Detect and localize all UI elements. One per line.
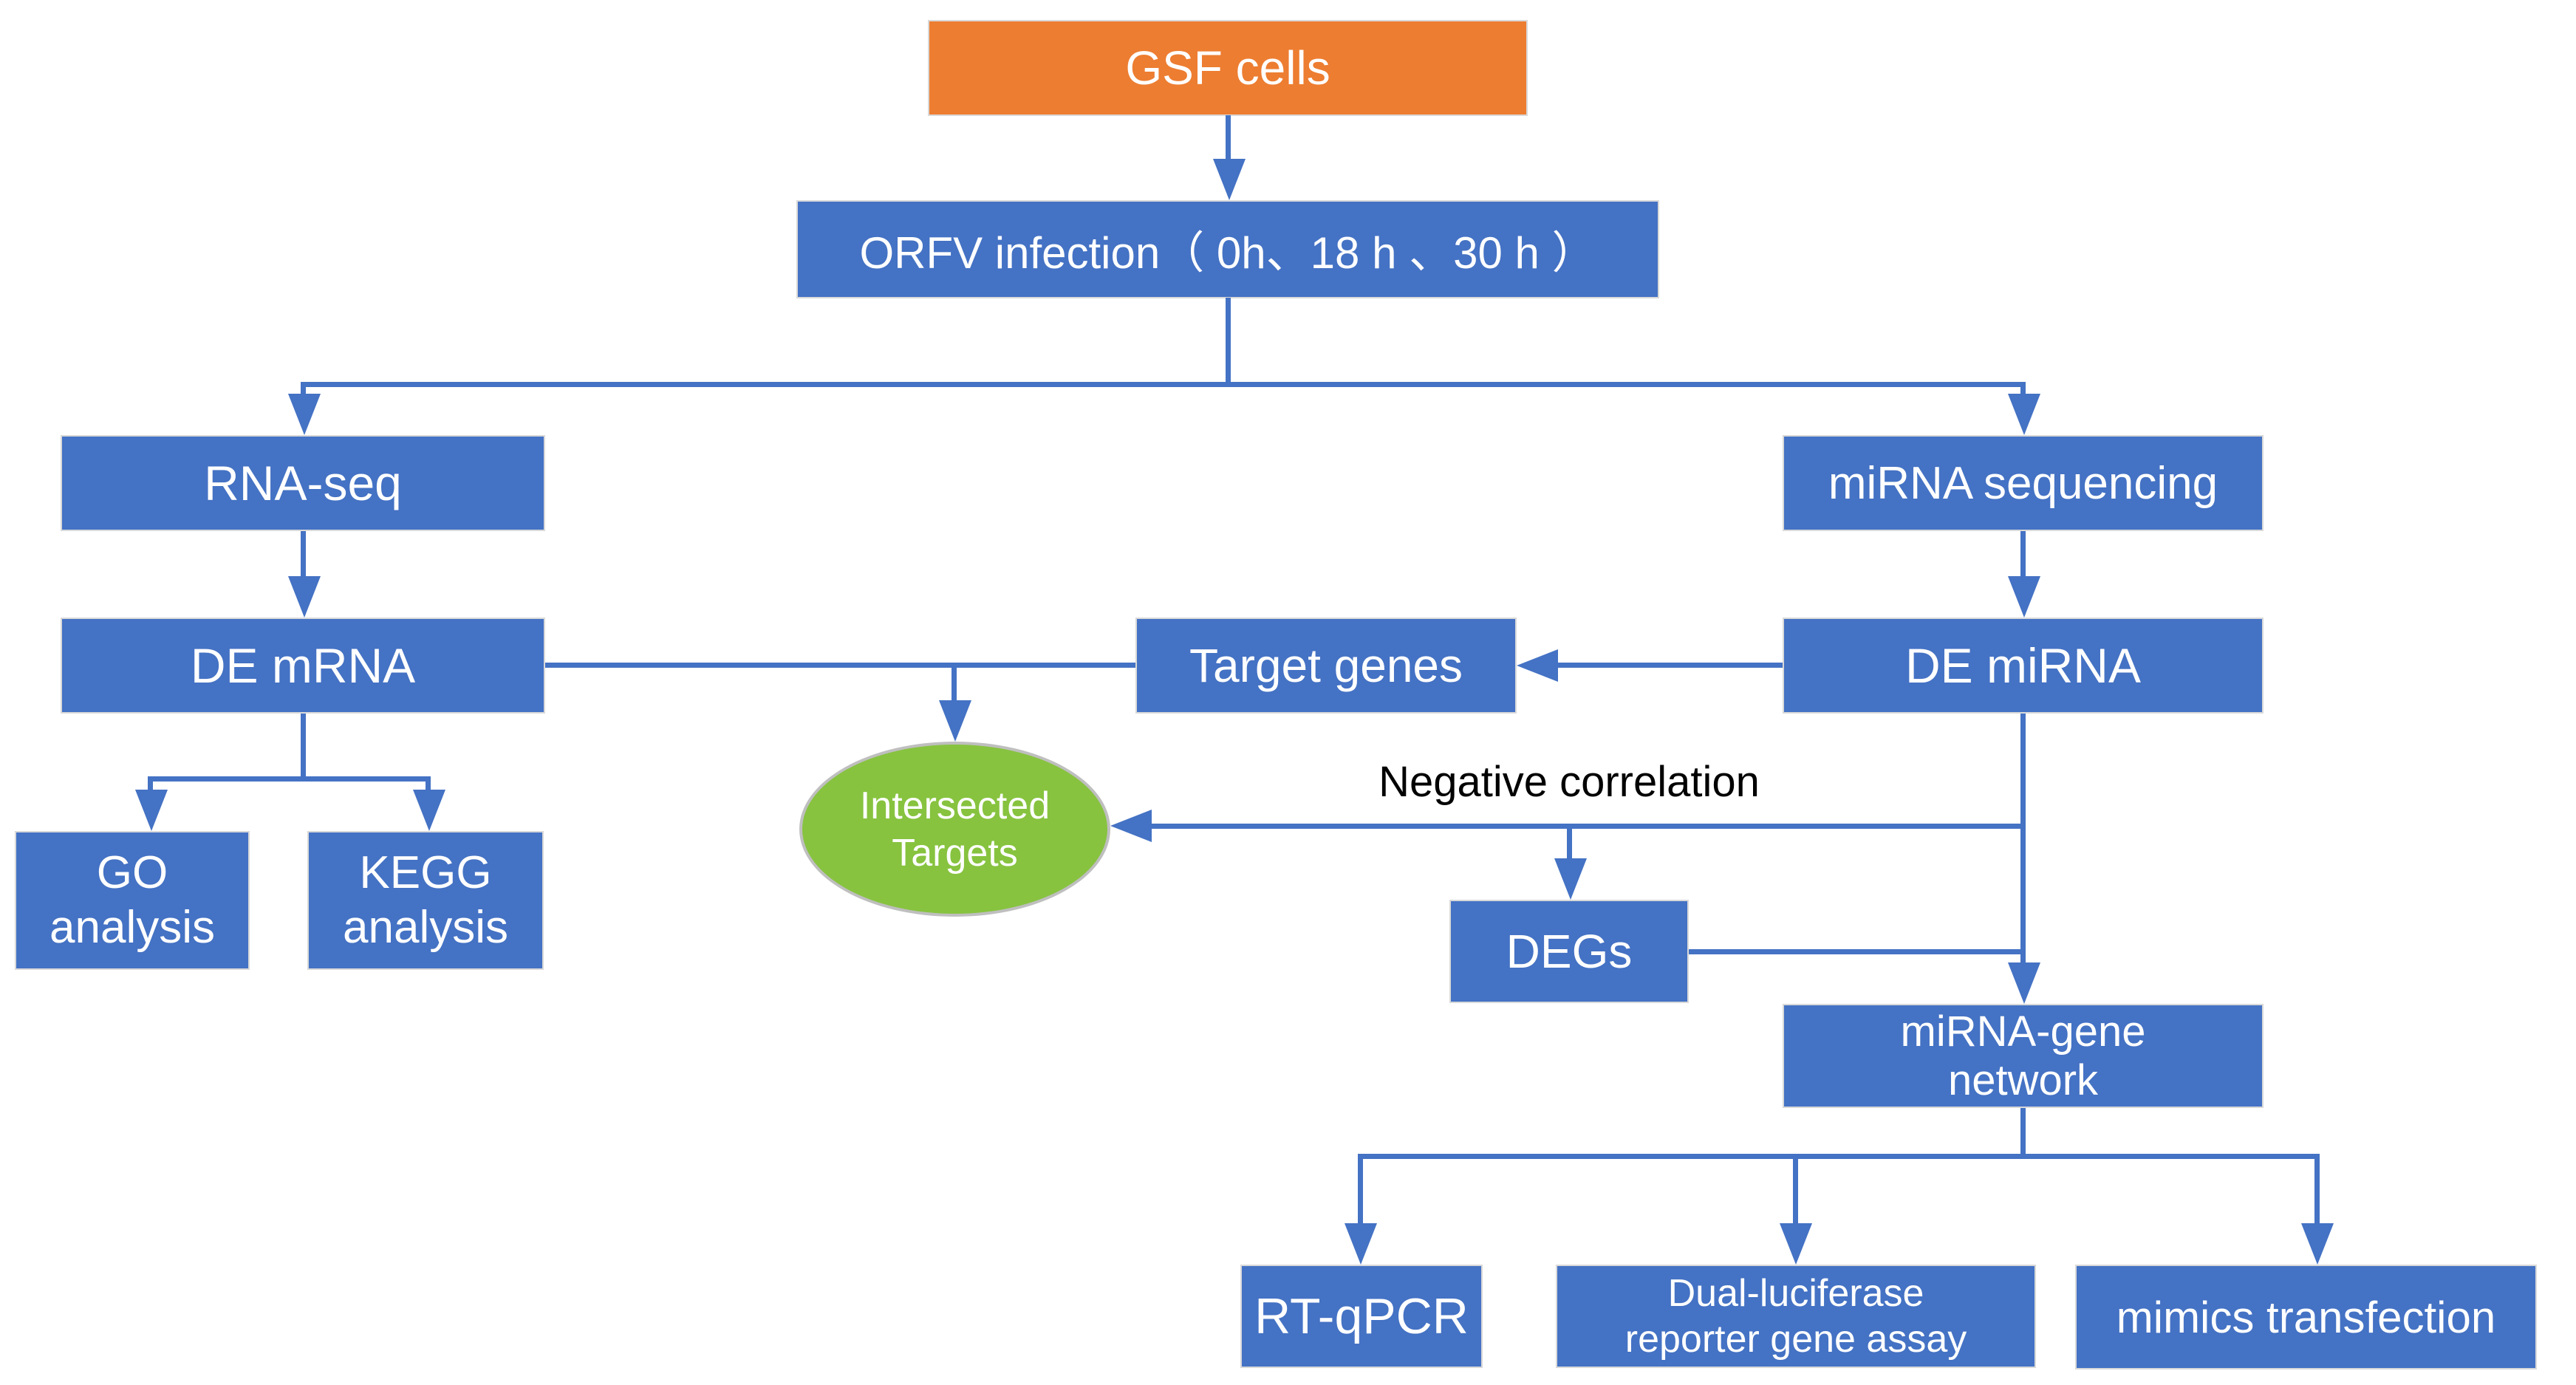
node-label: miRNA-gene bbox=[1900, 1007, 2146, 1056]
arrowhead-down-mimics bbox=[2301, 1223, 2334, 1265]
node-label: Intersected bbox=[859, 784, 1050, 827]
arrowhead-down-dualluciferase bbox=[1780, 1223, 1812, 1265]
node-label: DE mRNA bbox=[190, 638, 416, 693]
connector-demrna-to-targetgenes bbox=[545, 663, 1135, 668]
node-label: RT-qPCR bbox=[1254, 1288, 1469, 1344]
node-label: GSF cells bbox=[1125, 41, 1330, 95]
arrowhead-down-orfv bbox=[1213, 159, 1246, 200]
connector-split-to-mirnaseq bbox=[2020, 384, 2026, 400]
connector-orfv-stem bbox=[1226, 298, 1231, 384]
connector-split-to-mimics bbox=[2314, 1159, 2320, 1229]
node-kegg-analysis: KEGG analysis bbox=[307, 831, 544, 970]
node-go-analysis: GO analysis bbox=[15, 831, 250, 970]
node-label: DE miRNA bbox=[1904, 638, 2141, 693]
arrowhead-down-intersected bbox=[939, 700, 971, 742]
connector-negative-correlation bbox=[1145, 824, 2026, 829]
connector-rnaseq-to-demrna bbox=[301, 531, 306, 580]
arrowhead-down-rnaseq bbox=[288, 394, 321, 435]
node-de-mirna: DE miRNA bbox=[1783, 618, 2264, 714]
connector-degs-to-trunk bbox=[1689, 949, 2026, 954]
connector-mirnaseq-to-demirna bbox=[2020, 531, 2026, 580]
node-label: Target genes bbox=[1189, 639, 1463, 692]
connector-orfv-split-bar bbox=[301, 382, 2026, 387]
node-label: miRNA sequencing bbox=[1828, 457, 2218, 509]
connector-split-to-go bbox=[148, 779, 153, 793]
node-label: KEGG bbox=[359, 847, 492, 898]
arrowhead-down-rtqpcr bbox=[1345, 1223, 1377, 1265]
node-mirna-gene-network: miRNA-gene network bbox=[1783, 1004, 2264, 1108]
node-label: analysis bbox=[49, 902, 215, 953]
arrowhead-down-degs bbox=[1554, 858, 1587, 900]
node-label: GO bbox=[96, 847, 168, 898]
connector-split-to-rnaseq bbox=[301, 384, 306, 400]
node-label: reporter gene assay bbox=[1624, 1318, 1967, 1361]
connector-network-stem bbox=[2020, 1108, 2026, 1156]
arrowhead-down-demrna bbox=[288, 576, 321, 618]
node-mimics-transfection: mimics transfection bbox=[2075, 1265, 2537, 1369]
arrowhead-down-demirna bbox=[2008, 576, 2040, 618]
node-rna-seq: RNA-seq bbox=[61, 435, 545, 531]
arrowhead-down-go bbox=[135, 790, 168, 831]
connector-network-split-bar bbox=[1358, 1154, 2320, 1159]
node-gsf-cells: GSF cells bbox=[928, 20, 1528, 116]
connector-demrna-stem bbox=[301, 714, 306, 779]
node-mirna-sequencing: miRNA sequencing bbox=[1783, 435, 2264, 531]
connector-split-to-rtqpcr bbox=[1358, 1159, 1363, 1229]
connector-split-to-dualluciferase bbox=[1793, 1159, 1798, 1229]
node-label: RNA-seq bbox=[204, 456, 402, 510]
edge-label-negative-correlation: Negative correlation bbox=[1378, 758, 1760, 806]
node-label: DEGs bbox=[1506, 925, 1633, 978]
arrowhead-down-mirnaseq bbox=[2008, 394, 2040, 435]
arrowhead-down-kegg bbox=[413, 790, 445, 831]
node-dual-luciferase: Dual-luciferase reporter gene assay bbox=[1556, 1265, 2036, 1368]
arrowhead-down-network bbox=[2008, 962, 2040, 1004]
node-rt-qpcr: RT-qPCR bbox=[1240, 1265, 1483, 1368]
node-label: network bbox=[1947, 1056, 2099, 1104]
node-label: analysis bbox=[343, 902, 508, 953]
node-label: mimics transfection bbox=[2116, 1292, 2496, 1342]
connector-demirna-to-targetgenes bbox=[1551, 663, 1783, 668]
connector-split-to-kegg bbox=[426, 779, 431, 793]
arrowhead-left-intersected bbox=[1110, 810, 1152, 842]
node-degs: DEGs bbox=[1449, 900, 1689, 1003]
node-de-mrna: DE mRNA bbox=[61, 618, 545, 714]
node-label: Targets bbox=[892, 831, 1018, 875]
connector-demirna-stem bbox=[2020, 714, 2026, 968]
node-orfv-infection: ORFV infection（ 0h、18 h 、30 h ） bbox=[796, 200, 1659, 298]
connector-branch-to-degs bbox=[1567, 829, 1572, 864]
node-label: Dual-luciferase bbox=[1667, 1272, 1924, 1315]
arrowhead-left-targetgenes bbox=[1517, 649, 1558, 682]
node-intersected-targets: Intersected Targets bbox=[799, 742, 1110, 917]
connector-demrna-split-bar bbox=[148, 776, 431, 782]
node-label: ORFV infection（ 0h、18 h 、30 h ） bbox=[859, 228, 1596, 278]
connector-gsf-to-orfv bbox=[1226, 115, 1231, 167]
connector-branch-to-intersected bbox=[952, 668, 957, 705]
node-target-genes: Target genes bbox=[1135, 618, 1517, 714]
